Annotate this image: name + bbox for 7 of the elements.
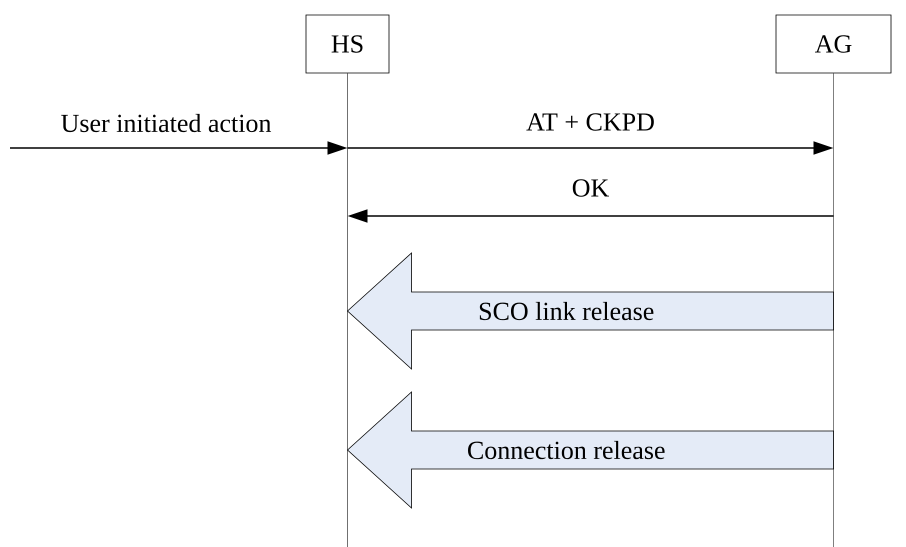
edge-label: AT + CKPD — [526, 113, 654, 131]
edge-label: OK — [572, 179, 609, 197]
lifeline-box: AG — [776, 14, 892, 74]
lifeline-box: HS — [306, 14, 390, 74]
edge-label: SCO link release — [480, 302, 654, 320]
edge-label: Connection release — [468, 440, 665, 460]
edge-label: User initiated action — [61, 114, 272, 132]
